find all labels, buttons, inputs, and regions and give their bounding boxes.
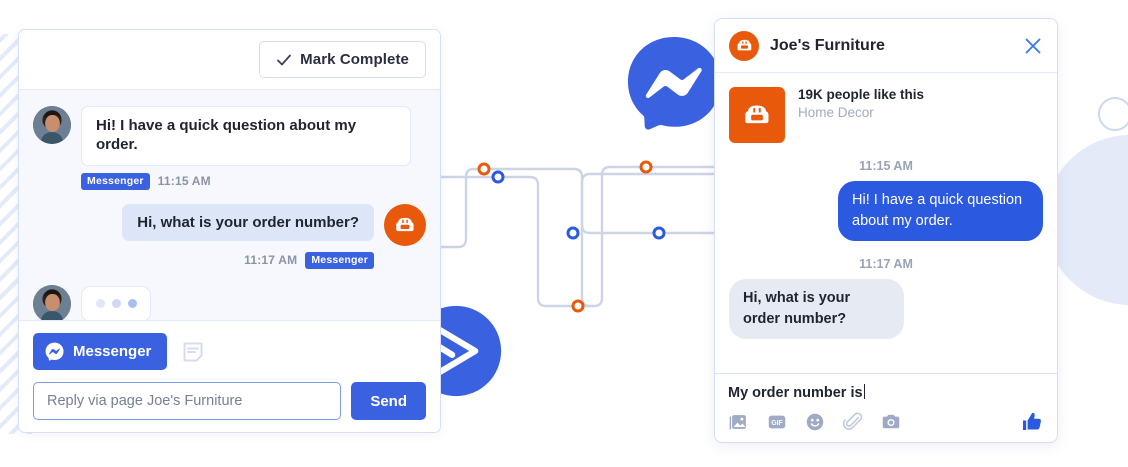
message-row-outgoing: Hi, what is your order number? [33,203,426,246]
svg-text:GIF: GIF [771,420,783,427]
typing-indicator [81,285,151,320]
page-logo [729,30,759,61]
avatar [33,284,71,320]
armchair-icon [737,39,751,51]
page-likes: 19K people like this [798,87,925,102]
connector-diagram [430,160,760,313]
brand-avatar [384,203,426,246]
note-icon[interactable] [181,340,205,364]
smiley-icon[interactable] [804,411,826,433]
conversation-thread: Hi! I have a quick question about my ord… [19,90,440,320]
gif-icon[interactable]: GIF [766,411,788,433]
page-info-text: 19K people like this Home Decor [798,87,924,120]
check-icon [277,54,292,65]
camera-icon[interactable] [880,411,902,433]
message-row-incoming: Hi! I have a quick question about my ord… [33,106,426,166]
message-bubble: Hi! I have a quick question about my ord… [81,106,411,166]
paperclip-icon[interactable] [842,411,864,433]
widget-body: 19K people like this Home Decor 11:15 AM… [715,73,1057,373]
customer-avatar-icon [33,284,71,320]
messenger-logo [627,36,721,130]
agent-inbox-card: Mark Complete [18,29,441,433]
close-icon[interactable] [1023,36,1043,56]
compose-row: Send [33,382,426,420]
page-category: Home Decor [798,105,874,120]
message-row-incoming: Hi, what is your order number? [729,279,1043,340]
armchair-icon [745,105,769,124]
channel-badge: Messenger [81,172,150,190]
channel-badge: Messenger [305,251,374,269]
mark-complete-label: Mark Complete [300,51,409,68]
widget-compose-area[interactable]: My order number is GIF [715,373,1057,442]
thumbs-up-icon[interactable] [1020,410,1044,434]
send-button[interactable]: Send [351,382,426,420]
page-title: Joe's Furniture [770,36,885,54]
mark-complete-button[interactable]: Mark Complete [259,41,426,78]
page-info-card: 19K people like this Home Decor [729,87,1043,143]
message-time: 11:17 AM [244,253,298,267]
photo-icon[interactable] [728,411,750,433]
message-timestamp: 11:15 AM [859,159,913,173]
tab-messenger[interactable]: Messenger [33,333,168,370]
message-bubble: Hi, what is your order number? [122,203,374,241]
customer-avatar-icon [33,106,71,144]
message-bubble: Hi! I have a quick question about my ord… [838,181,1043,242]
typing-dot [127,299,137,308]
messenger-icon [45,342,64,361]
inbox-toolbar: Mark Complete [19,30,440,90]
avatar [33,106,71,144]
compose-tabs: Messenger [33,333,426,370]
message-row-outgoing: Hi! I have a quick question about my ord… [729,181,1043,242]
typing-dot [95,299,105,308]
text-caret [863,384,866,399]
message-meta: Messenger 11:15 AM [81,172,426,190]
message-time: 11:15 AM [157,174,211,188]
message-bubble: Hi, what is your order number? [729,279,904,340]
message-meta: 11:17 AM Messenger [33,251,374,269]
ring-outline-decoration [1098,97,1128,131]
tab-messenger-label: Messenger [73,343,152,360]
draft-value: My order number is [728,385,863,401]
armchair-icon [396,217,414,231]
message-draft-text[interactable]: My order number is [728,384,1044,401]
messenger-widget-card: Joe's Furniture 19K people like this H [714,18,1058,443]
message-timestamp: 11:17 AM [859,257,913,272]
typing-dot [111,299,121,308]
typing-indicator-row [33,284,426,320]
compose-area: Messenger Send [19,320,440,432]
compose-icon-row: GIF [728,410,1044,434]
widget-header: Joe's Furniture [715,19,1057,73]
page-thumbnail [729,87,785,143]
reply-input[interactable] [33,382,342,420]
